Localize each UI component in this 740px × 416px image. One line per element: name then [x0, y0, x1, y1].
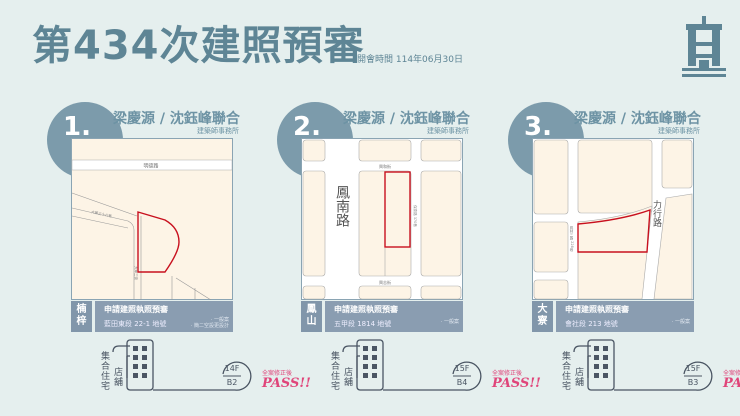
- building-diagram: 集合住宅 店舖 14F B2 全案修正後 PASS!!: [101, 338, 311, 408]
- lot-address: 五甲段 1814 地號: [334, 320, 392, 328]
- district-label: 鳳山: [301, 301, 322, 332]
- application-type: 申請建照執照預審: [334, 305, 398, 314]
- project-card-1[interactable]: 1. 梁慶源 / 沈鈺峰聯合 建築師事務所 明德路 大華三十六巷 大華三街 楠梓…: [47, 98, 311, 416]
- shop-label: 店舖: [344, 368, 354, 388]
- residential-label: 集合住宅: [331, 352, 341, 392]
- shop-label: 店舖: [114, 368, 124, 388]
- case-type: · 一般案: [440, 319, 459, 325]
- street-label: 大華三十六巷: [91, 209, 113, 218]
- project-card-2[interactable]: 2. 梁慶源 / 沈鈺峰聯合 建築師事務所 興和街 興志街 保泰路 370巷 鳳…: [277, 98, 541, 416]
- review-result: PASS!!: [723, 376, 740, 391]
- info-bar: 申請建照執照預審 五甲段 1814 地號 · 一般案: [325, 301, 463, 332]
- residential-label: 集合住宅: [101, 352, 111, 392]
- case-type: · 一般案: [671, 319, 690, 325]
- architect-name: 梁慶源 / 沈鈺峰聯合: [343, 111, 470, 127]
- street-label: 保泰路 370巷: [413, 205, 418, 227]
- page-title: 第434次建照預審: [32, 23, 365, 69]
- street-label: 力行路: [651, 199, 662, 228]
- info-bar: 申請建照執照預審 會社段 213 地號 · 一般案: [556, 301, 694, 332]
- floors-below: B2: [226, 378, 238, 387]
- building-icon: [342, 339, 482, 391]
- review-note: 全案修正後: [262, 370, 293, 377]
- card-number: 2.: [293, 112, 321, 142]
- floors-below: B3: [687, 378, 699, 387]
- street-label: 明德路: [143, 163, 158, 170]
- street-label: 鳳林三路 228巷: [569, 225, 574, 252]
- site-boundary: [577, 208, 651, 253]
- review-result: PASS!!: [492, 376, 541, 391]
- building-diagram: 集合住宅 店舖 15F B4 全案修正後 PASS!!: [331, 338, 541, 408]
- review-note: 全案修正後: [723, 370, 740, 377]
- review-result: PASS!!: [262, 376, 311, 391]
- architect-firm: 建築師事務所: [658, 127, 700, 135]
- meeting-date: 開會時間 114年06月30日: [357, 55, 463, 65]
- street-label: 鳳南路: [334, 185, 350, 227]
- site-boundary: [137, 211, 180, 273]
- architect-firm: 建築師事務所: [427, 127, 469, 135]
- building-icon: [573, 339, 713, 391]
- district-label: 楠梓: [71, 301, 92, 332]
- street-label: 大華三街: [134, 266, 139, 280]
- floors-above: 14F: [224, 364, 240, 373]
- floors-above: 15F: [454, 364, 470, 373]
- residential-label: 集合住宅: [562, 352, 572, 392]
- application-type: 申請建照執照預審: [104, 305, 168, 314]
- floors-above: 15F: [685, 364, 701, 373]
- architect-name: 梁慶源 / 沈鈺峰聯合: [113, 111, 240, 127]
- district-label: 大寮: [532, 301, 553, 332]
- card-number: 1.: [63, 112, 91, 142]
- shop-label: 店舖: [575, 368, 585, 388]
- street-label: 興和街: [379, 163, 391, 169]
- case-type: · 一般案· 簡二空設更設計: [190, 317, 229, 329]
- site-boundary: [384, 171, 411, 248]
- floors-below: B4: [456, 378, 468, 387]
- site-map: 興和街 興志街 保泰路 370巷 鳳南路: [301, 138, 463, 300]
- lot-address: 會社段 213 地號: [565, 320, 618, 328]
- project-card-3[interactable]: 3. 梁慶源 / 沈鈺峰聯合 建築師事務所 力行路 鳳林三路 228巷 大寮 申…: [508, 98, 740, 416]
- building-icon: [112, 339, 252, 391]
- street-label: 興志街: [379, 279, 391, 285]
- card-number: 3.: [524, 112, 552, 142]
- building-diagram: 集合住宅 店舖 15F B3 全案修正後 PASS!!: [562, 338, 740, 408]
- site-map: 力行路 鳳林三路 228巷: [532, 138, 694, 300]
- architect-firm: 建築師事務所: [197, 127, 239, 135]
- lot-address: 藍田東段 22-1 地號: [104, 320, 167, 328]
- review-note: 全案修正後: [492, 370, 523, 377]
- architect-name: 梁慶源 / 沈鈺峰聯合: [574, 111, 701, 127]
- site-map: 明德路 大華三十六巷 大華三街: [71, 138, 233, 300]
- application-type: 申請建照執照預審: [565, 305, 629, 314]
- tower-logo-icon: [682, 16, 726, 77]
- info-bar: 申請建照執照預審 藍田東段 22-1 地號 · 一般案· 簡二空設更設計: [95, 301, 233, 332]
